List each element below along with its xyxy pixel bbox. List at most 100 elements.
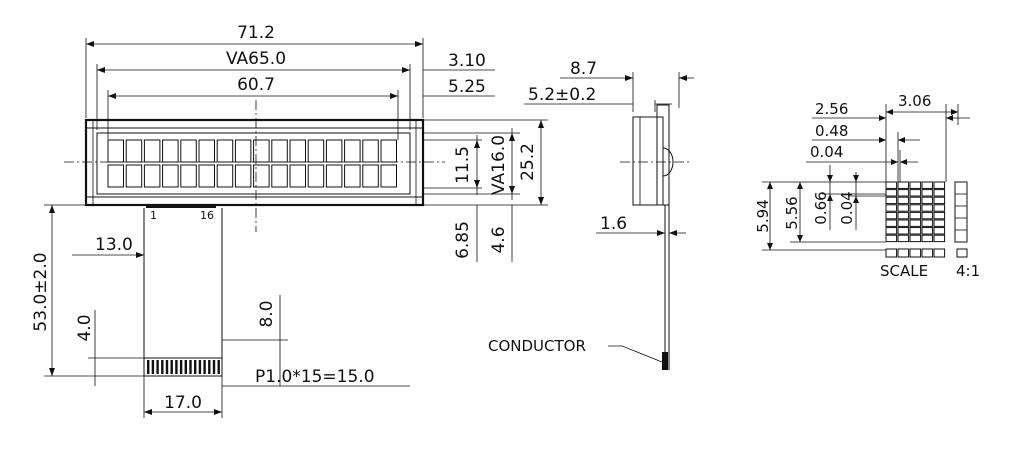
dot-cell — [921, 211, 934, 220]
character-cell — [344, 164, 361, 188]
dot-cell — [885, 189, 898, 197]
fpc-pin — [147, 360, 150, 374]
character-cell — [380, 164, 397, 188]
dot-extra-column — [954, 181, 968, 243]
dot-cell — [909, 181, 922, 189]
fpc-contact-strip — [146, 205, 216, 208]
dot-cell — [933, 211, 946, 220]
dot-cell — [897, 219, 910, 227]
dot-grid — [885, 181, 946, 243]
dot-cell — [897, 234, 910, 243]
dim-side-thickness: 8.7 — [570, 59, 597, 79]
pin-1-label: 1 — [150, 209, 157, 222]
fpc-pin — [208, 360, 211, 374]
character-cells — [107, 139, 397, 188]
dot-cell — [921, 227, 934, 235]
dim-aa-bottom: 4.6 — [489, 226, 509, 253]
fpc-connector — [143, 357, 223, 377]
dot-matrix-detail: SCALE 4:1 3.06 2.56 0.48 0.04 5.94 5.56 … — [754, 92, 980, 280]
character-cell — [198, 164, 215, 188]
dot-cell — [921, 204, 934, 212]
character-cell — [198, 139, 215, 163]
fpc-pin — [165, 360, 169, 374]
dot-cell — [933, 196, 946, 205]
fpc-pin — [203, 360, 206, 374]
character-cell — [253, 164, 270, 188]
dot-cell — [921, 234, 934, 243]
fpc-pins — [147, 360, 220, 374]
character-cell — [234, 139, 252, 163]
dot-cell — [933, 234, 946, 243]
dim-pin-pitch: P1.0*15=15.0 — [255, 367, 375, 387]
dim-dot-h: 0.66 — [812, 191, 830, 224]
scale-label: SCALE — [880, 262, 928, 280]
dim-fpc-width: 17.0 — [164, 393, 202, 413]
character-cell — [216, 139, 234, 163]
fpc-pin — [194, 360, 197, 374]
side-pcb — [656, 104, 670, 206]
dot-cell — [909, 189, 922, 197]
dim-char-height-inner: 5.56 — [783, 196, 801, 229]
character-cell — [107, 164, 124, 188]
character-cell — [234, 164, 252, 188]
dim-aa-height: 11.5 — [453, 146, 473, 184]
dot-cell — [897, 211, 910, 220]
fpc-pin — [184, 360, 187, 374]
dot-cell — [933, 227, 946, 235]
dim-fpc-length: 53.0±2.0 — [31, 252, 51, 331]
dim-dot-w: 0.48 — [815, 122, 848, 140]
character-cell — [362, 164, 379, 188]
dot-cell — [897, 196, 910, 205]
character-cell — [180, 139, 197, 163]
scale-square — [885, 248, 898, 258]
dim-dot-gap-h: 0.04 — [838, 191, 856, 224]
dot-cell — [909, 219, 922, 227]
dim-module-height: 25.2 — [518, 143, 538, 181]
dot-cell — [897, 181, 910, 189]
character-cell — [143, 164, 161, 188]
character-cell — [143, 139, 161, 163]
fpc-pin — [151, 360, 155, 374]
side-glass — [632, 116, 664, 206]
dot-cell — [897, 204, 910, 212]
scale-value: 4:1 — [956, 262, 980, 280]
dim-side-fpc: 1.6 — [600, 214, 627, 234]
fpc-pin — [161, 360, 164, 374]
fpc-pin — [189, 360, 192, 374]
scale-square — [897, 248, 910, 258]
dot-cell — [885, 227, 898, 235]
dim-va-bottom: 6.85 — [453, 221, 473, 259]
character-cell — [271, 164, 288, 188]
front-view-dimensions: 71.2 VA65.0 60.7 3.10 5.25 11.5 VA16.0 2… — [31, 23, 548, 418]
dot-cell — [909, 234, 922, 243]
character-cell — [253, 139, 270, 163]
module-outline — [84, 118, 425, 207]
fpc-pin — [179, 360, 183, 374]
scale-symbols — [885, 248, 946, 258]
fpc-pin — [217, 360, 220, 374]
dot-cell — [885, 204, 898, 212]
scale-square — [933, 248, 946, 258]
dim-stiffener-left: 4.0 — [75, 314, 95, 341]
dot-cell — [921, 196, 934, 205]
character-cell — [325, 139, 343, 163]
viewing-area — [96, 132, 411, 195]
side-view: 8.7 5.2±0.2 1.6 CONDUCTOR — [488, 59, 694, 370]
dim-va-width: VA65.0 — [226, 49, 286, 69]
dim-dot-gap-w: 0.04 — [810, 143, 843, 161]
dot-cell — [885, 219, 898, 227]
fpc-pin — [175, 360, 178, 374]
scale-square — [909, 248, 922, 258]
dot-cell — [933, 181, 946, 189]
dot-cell — [921, 181, 934, 189]
dim-va-height: VA16.0 — [489, 135, 509, 195]
character-cell — [271, 139, 288, 163]
dot-cell — [909, 204, 922, 212]
character-cell — [125, 139, 143, 163]
dot-cell — [885, 196, 898, 205]
character-cell — [307, 139, 325, 163]
dim-dot-pitch-w: 2.56 — [815, 100, 848, 118]
character-cell — [362, 139, 379, 163]
character-cell — [325, 164, 343, 188]
